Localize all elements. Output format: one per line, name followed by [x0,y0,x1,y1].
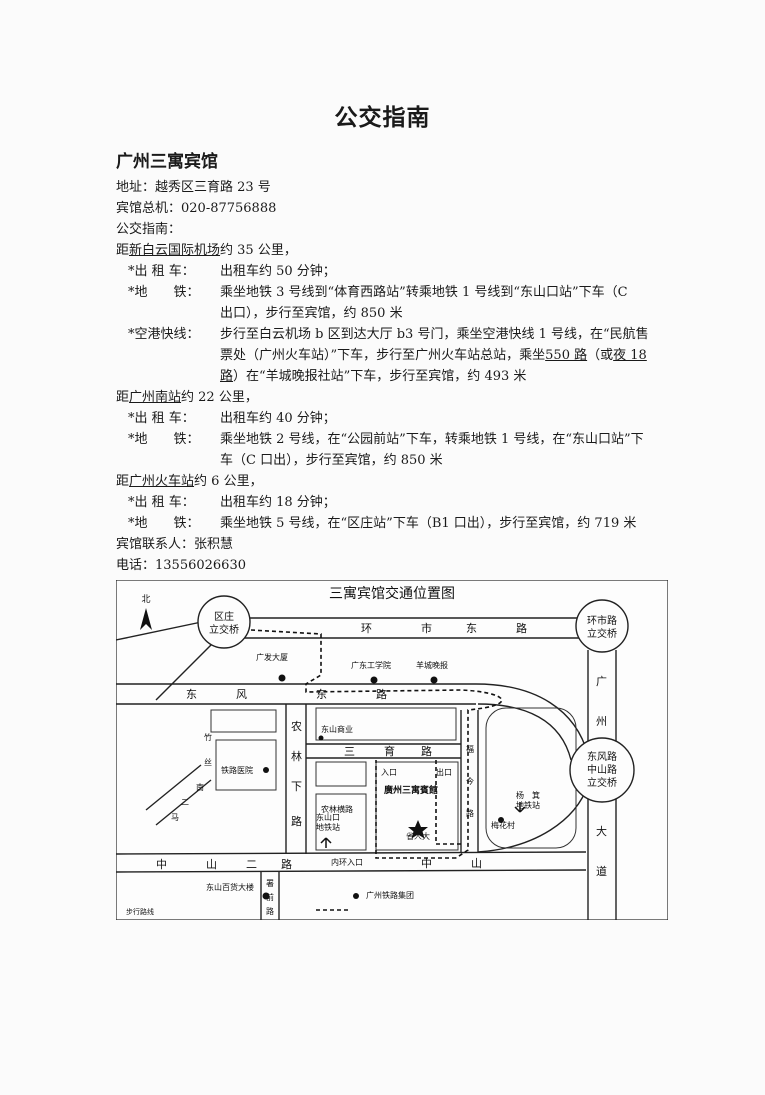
svg-text:道: 道 [596,864,607,878]
quzhuang-interchange [197,595,251,649]
svg-text:广发大厦: 广发大厦 [256,652,288,662]
svg-text:路: 路 [516,622,527,635]
svg-text:风: 风 [236,688,247,701]
blocks [210,707,577,851]
star-icon [408,820,428,839]
svg-text:出口: 出口 [436,767,452,777]
svg-text:路: 路 [421,745,432,758]
svg-text:育: 育 [384,744,395,758]
svg-text:地铁站: 地铁站 [516,800,540,810]
svg-text:广东工学院: 广东工学院 [351,660,391,670]
svg-text:东: 东 [316,688,327,701]
svg-text:步行路线: 步行路线 [126,907,154,916]
walking-route [250,629,503,911]
svg-text:东山口: 东山口 [316,812,340,822]
airport-bus-cont2: 路）在“羊城晚报社站”下车，步行至宾馆，约 493 米 [220,369,527,384]
airport-distance: 距新白云国际机场约 35 公里， [116,243,297,258]
south-distance: 距广州南站约 22 公里， [116,390,258,405]
south-metro-cont: 车（C 口出），步行至宾馆，约 850 米 [220,453,443,468]
svg-text:农: 农 [291,719,302,733]
map-title: 三寓宾馆交通位置图 [329,585,455,602]
svg-text:内环入口: 内环入口 [331,857,363,867]
hotel-phone: 宾馆总机：020-87756888 [116,201,277,216]
svg-text:广: 广 [596,675,607,688]
svg-text:梅花村: 梅花村 [491,820,515,830]
svg-text:路: 路 [281,858,292,871]
svg-text:区庄: 区庄 [214,610,234,623]
svg-text:环: 环 [361,622,372,635]
north-label: 北 [141,594,150,605]
svg-text:廣州三寓賓館: 廣州三寓賓館 [384,784,438,796]
airport-metro-cont: 出口），步行至宾馆，约 850 米 [220,306,403,321]
svg-text:前: 前 [266,892,274,902]
svg-text:路: 路 [466,808,474,818]
svg-text:羊城晚报: 羊城晚报 [416,660,448,670]
svg-text:东风路: 东风路 [587,750,617,763]
roads [116,617,617,920]
train-metro: *地 铁：乘坐地铁 5 号线，在“区庄站”下车（B1 口出），步行至宾馆，约 7… [128,516,637,531]
svg-text:福: 福 [466,745,474,754]
hotel-name: 广州三寓宾馆 [116,152,218,172]
airport-place: 新白云国际机场 [129,243,221,258]
svg-text:丝: 丝 [204,757,212,767]
svg-text:环市路: 环市路 [587,614,617,627]
train-distance: 距广州火车站约 6 公里， [116,474,263,489]
svg-text:铁路医院: 铁路医院 [221,765,253,775]
svg-text:立交桥: 立交桥 [587,627,617,640]
svg-text:地铁站: 地铁站 [316,822,340,832]
svg-text:山: 山 [206,858,217,871]
map-svg: 三寓宾馆交通位置图 北 [116,580,668,920]
address: 地址：越秀区三育路 23 号 [116,180,271,195]
svg-text:下: 下 [291,780,302,793]
svg-text:竹: 竹 [204,732,212,742]
svg-text:州: 州 [596,715,607,728]
south-taxi: *出 租 车：出租车约 40 分钟； [128,411,336,426]
guide-heading: 公交指南： [116,222,182,237]
svg-text:今: 今 [466,776,474,786]
location-map: 三寓宾馆交通位置图 北 [116,580,668,920]
svg-text:东山百货大楼: 东山百货大楼 [206,882,254,892]
svg-text:林: 林 [291,749,302,763]
airport-taxi: *出 租 车：出租车约 50 分钟； [128,264,336,279]
airport-bus: *空港快线：步行至白云机场 b 区到达大厅 b3 号门，乘坐空港快线 1 号线，… [128,327,649,342]
svg-text:立交桥: 立交桥 [587,776,617,789]
page-title: 公交指南 [334,105,431,131]
contact-person: 宾馆联系人：张积慧 [116,537,234,552]
svg-text:省人大: 省人大 [406,831,430,841]
svg-text:中山路: 中山路 [587,763,617,776]
svg-text:市: 市 [421,621,432,635]
metro-icon-2 [320,837,332,848]
svg-text:东: 东 [466,622,477,635]
train-taxi: *出 租 车：出租车约 18 分钟； [128,495,336,510]
svg-text:大: 大 [596,824,607,838]
south-metro: *地 铁：乘坐地铁 2 号线，在“公园前站”下车，转乘地铁 1 号线，在“东山口… [128,432,644,447]
svg-text:立交桥: 立交桥 [209,623,239,636]
north-arrow-icon [140,608,152,630]
svg-text:杨 箕: 杨 箕 [516,790,540,800]
svg-text:入口: 入口 [381,768,397,777]
svg-text:二: 二 [246,858,257,871]
airport-metro: *地 铁：乘坐地铁 3 号线到“体育西路站”转乘地铁 1 号线到“东山口站”下车… [128,285,628,300]
svg-text:马: 马 [171,813,179,822]
svg-text:三: 三 [344,745,355,758]
svg-text:路: 路 [376,688,387,701]
metro-icon [514,802,526,813]
contact-tel: 电话：13556026630 [116,558,246,573]
svg-text:东山商业: 东山商业 [321,724,353,734]
svg-text:二: 二 [181,798,189,807]
svg-text:山: 山 [471,857,482,870]
svg-text:路: 路 [291,815,302,828]
svg-text:中: 中 [156,858,167,871]
svg-text:署: 署 [266,879,274,888]
svg-text:南: 南 [196,782,204,792]
svg-text:广州铁路集团: 广州铁路集团 [366,890,414,900]
airport-bus-cont: 票处（广州火车站）”下车，步行至广州火车站总站，乘坐550 路（或夜 18 [220,348,647,363]
huanshi-interchange [575,599,629,653]
svg-text:路: 路 [266,906,274,916]
dongfeng-interchange [569,737,635,803]
svg-text:东: 东 [186,688,197,701]
svg-text:中: 中 [421,857,432,870]
svg-text:农林横路: 农林横路 [321,804,353,814]
